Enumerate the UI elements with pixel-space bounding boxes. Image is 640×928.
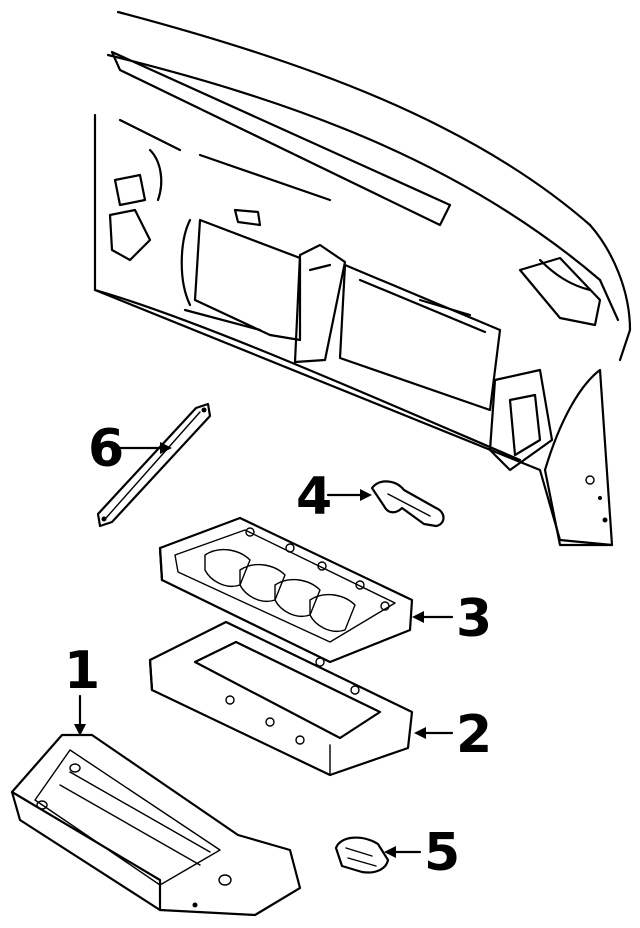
part-6-strap [96,402,212,528]
callout-label-5: 5 [424,823,460,883]
part-4-bracket [370,480,445,528]
callout-5: 5 [384,823,460,883]
callout-1: 1 [64,641,100,736]
instrument-panel [93,10,632,547]
callout-label-2: 2 [456,705,492,765]
part-1-door [10,733,302,917]
part-2-frame [148,620,414,777]
callout-3: 3 [412,589,492,649]
callout-2: 2 [414,705,492,765]
callout-6: 6 [88,419,172,479]
callout-4: 4 [296,467,372,527]
callout-label-6: 6 [88,419,124,479]
callout-label-4: 4 [296,467,332,527]
part-5-latch [334,836,390,874]
callout-label-1: 1 [64,641,100,701]
part-3-bin [158,516,414,664]
callout-label-3: 3 [456,589,492,649]
